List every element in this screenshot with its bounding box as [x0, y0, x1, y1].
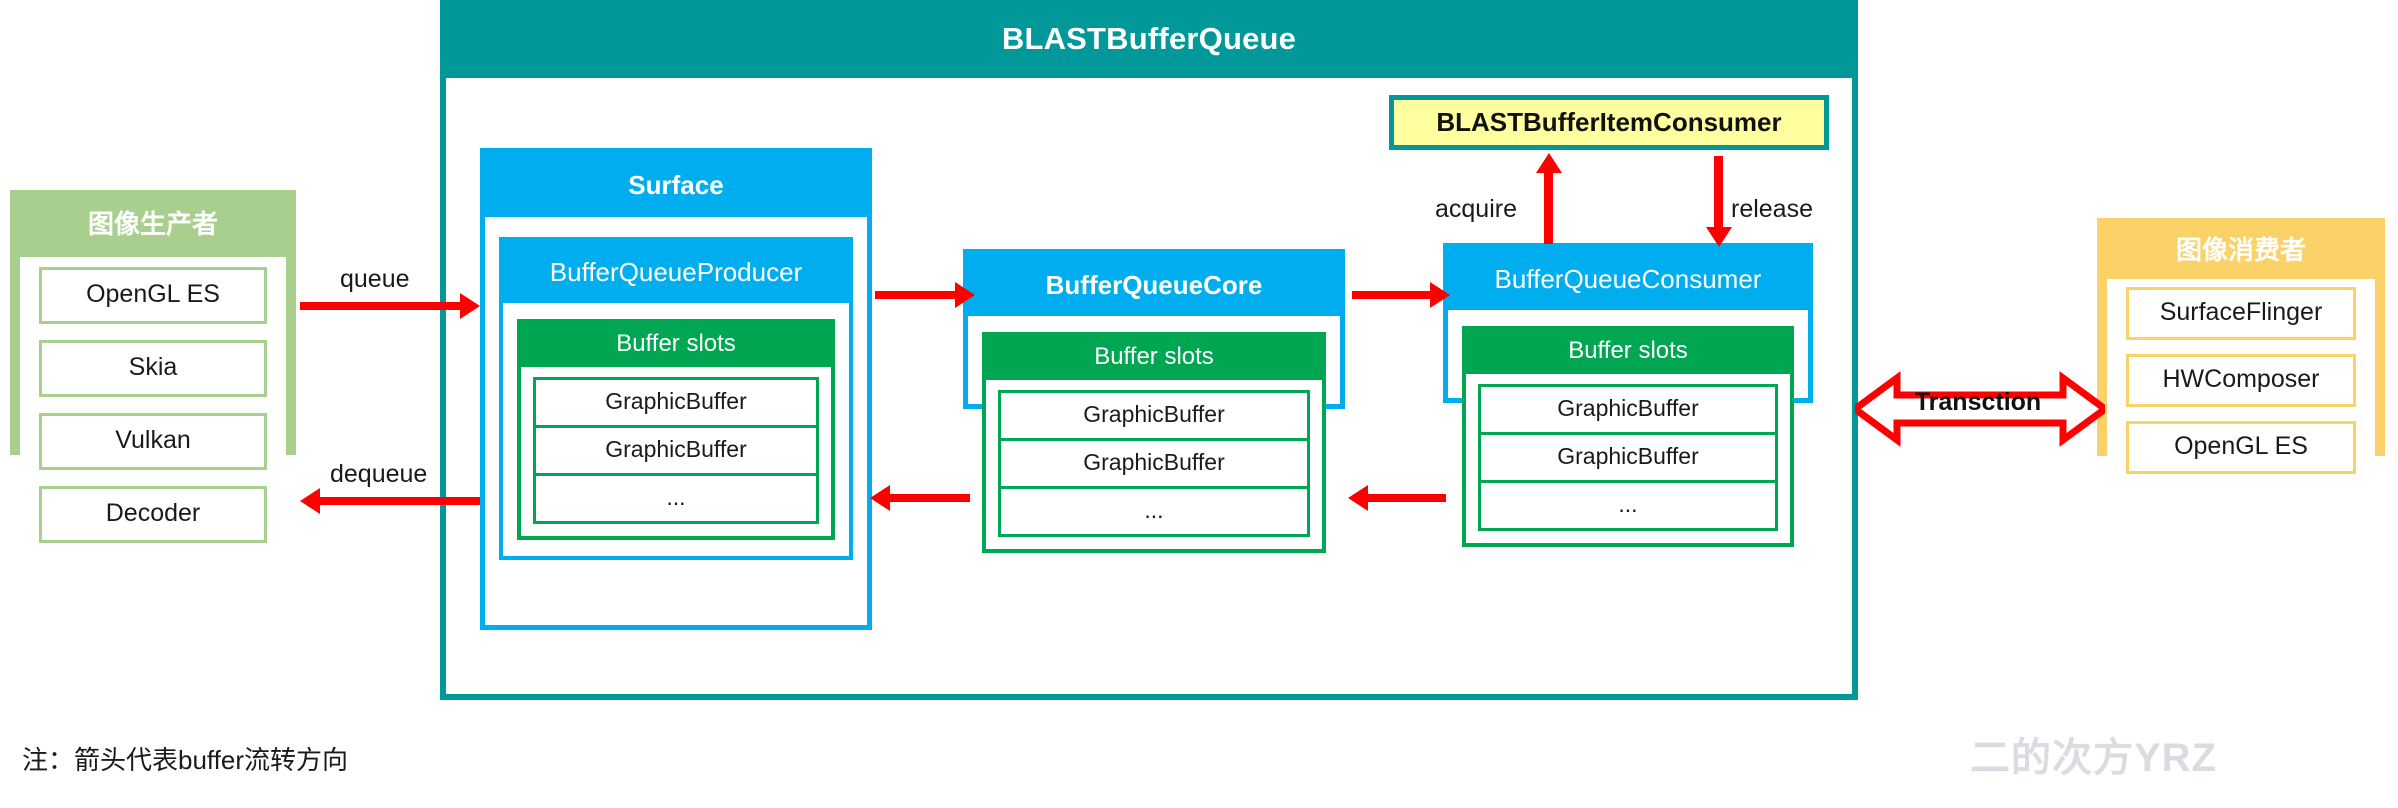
slot-row: GraphicBuffer — [1001, 393, 1307, 441]
consumer-buffer-slots-title: Buffer slots — [1466, 330, 1790, 374]
consumer-buffer-slot-list: GraphicBuffer GraphicBuffer ... — [1478, 384, 1778, 531]
image-producer-title: 图像生产者 — [87, 209, 218, 239]
core-to-consumer-arrow-icon — [1352, 291, 1430, 299]
transaction-label: Transction — [1914, 388, 2042, 416]
surface-node: Surface BufferQueueProducer Buffer slots… — [480, 148, 872, 630]
slot-row: GraphicBuffer — [1001, 441, 1307, 489]
slot-row: ... — [1144, 497, 1164, 523]
acquire-arrow-icon — [1544, 172, 1553, 244]
image-producer-list: OpenGL ES Skia Vulkan Decoder — [20, 257, 286, 555]
slot-row: GraphicBuffer — [536, 428, 816, 476]
consumer-buffer-slots: Buffer slots GraphicBuffer GraphicBuffer… — [1462, 326, 1794, 547]
buffer-queue-producer-title: BufferQueueProducer — [503, 241, 849, 303]
slot-row: GraphicBuffer — [1481, 435, 1775, 483]
release-arrow-label: release — [1731, 195, 1813, 223]
buffer-queue-consumer-title: BufferQueueConsumer — [1448, 248, 1808, 310]
blast-buffer-queue-title: BLASTBufferQueue — [440, 0, 1858, 78]
blast-buffer-item-consumer-node: BLASTBufferItemConsumer — [1389, 95, 1829, 150]
producer-to-core-arrow-icon — [875, 291, 955, 299]
image-consumer-title: 图像消费者 — [2175, 235, 2306, 265]
slot-row: GraphicBuffer — [536, 380, 816, 428]
core-to-producer-arrow-icon — [890, 494, 970, 502]
slot-row: ... — [1618, 491, 1638, 517]
queue-arrow-label: queue — [340, 265, 410, 293]
acquire-arrow-label: acquire — [1435, 195, 1517, 223]
image-consumer-list: SurfaceFlinger HWComposer OpenGL ES — [2107, 279, 2375, 484]
surface-title: Surface — [485, 153, 867, 217]
consumer-to-core-arrow-icon — [1368, 494, 1446, 502]
buffer-queue-core-node: BufferQueueCore Buffer slots GraphicBuff… — [963, 249, 1345, 553]
producer-buffer-slots: Buffer slots GraphicBuffer GraphicBuffer… — [517, 319, 835, 540]
footer-note: 注：箭头代表buffer流转方向 — [22, 745, 349, 775]
core-buffer-slot-list: GraphicBuffer GraphicBuffer ... — [998, 390, 1310, 537]
dequeue-arrow-label: dequeue — [330, 460, 428, 488]
dequeue-arrow-icon — [320, 497, 480, 505]
slot-row: ... — [666, 484, 686, 510]
queue-arrow-icon — [300, 302, 460, 310]
producer-item-vulkan[interactable]: Vulkan — [38, 413, 268, 470]
watermark: 二的次方YRZ — [1970, 736, 2217, 780]
producer-buffer-slot-list: GraphicBuffer GraphicBuffer ... — [533, 377, 819, 524]
slot-row: GraphicBuffer — [1481, 387, 1775, 435]
release-arrow-icon — [1714, 156, 1723, 228]
consumer-item-hwcomposer[interactable]: HWComposer — [2125, 354, 2357, 407]
producer-item-skia[interactable]: Skia — [38, 340, 268, 397]
producer-item-opengl-es[interactable]: OpenGL ES — [38, 267, 268, 324]
consumer-item-opengl-es[interactable]: OpenGL ES — [2125, 421, 2357, 474]
buffer-queue-consumer-node: BufferQueueConsumer Buffer slots Graphic… — [1443, 243, 1813, 547]
consumer-item-surfaceflinger[interactable]: SurfaceFlinger — [2125, 287, 2357, 340]
core-buffer-slots-title: Buffer slots — [986, 336, 1322, 380]
buffer-queue-producer-node: BufferQueueProducer Buffer slots Graphic… — [499, 237, 853, 560]
transaction-double-arrow-icon — [1855, 371, 2105, 447]
producer-item-decoder[interactable]: Decoder — [38, 486, 268, 543]
image-producer-panel: 图像生产者 OpenGL ES Skia Vulkan Decoder — [10, 190, 296, 555]
producer-buffer-slots-title: Buffer slots — [521, 323, 831, 367]
image-consumer-panel: 图像消费者 SurfaceFlinger HWComposer OpenGL E… — [2097, 218, 2385, 484]
buffer-queue-core-title: BufferQueueCore — [968, 254, 1340, 316]
core-buffer-slots: Buffer slots GraphicBuffer GraphicBuffer… — [982, 332, 1326, 553]
